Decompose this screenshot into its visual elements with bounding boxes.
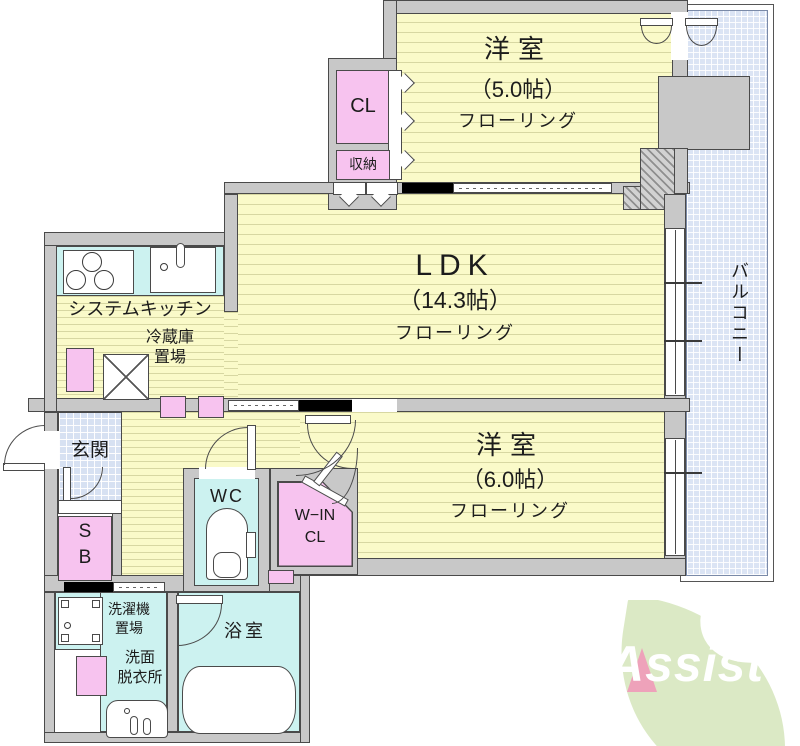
wall (44, 232, 238, 246)
fridge-space-icon (103, 354, 149, 400)
bedroom-top-flooring: フローリング (458, 111, 578, 131)
toilet-tank (246, 532, 256, 558)
faucet-icon (176, 243, 185, 268)
shoebox (58, 516, 112, 581)
bedroom-top-name: 洋室 (483, 34, 552, 64)
stove-burner (82, 252, 102, 272)
wall (44, 592, 55, 742)
bedroom-side-size: （6.0帖） (461, 467, 559, 492)
washroom-label-1: 洗面 (124, 649, 155, 666)
bedroom-side-floor (300, 412, 664, 558)
door-panel (63, 467, 71, 501)
pillar-hatch (623, 186, 641, 210)
closet-top (336, 70, 390, 144)
assist-logo: Assist (596, 600, 800, 746)
wall (674, 148, 688, 194)
storage (336, 150, 390, 180)
sink-drain (160, 263, 168, 271)
door-panel (685, 18, 718, 26)
storage-label: 収納 (349, 156, 377, 172)
vanity-dot (124, 708, 130, 714)
window (665, 228, 685, 396)
vanity-handle (143, 718, 151, 735)
pipe-space (268, 570, 294, 584)
shoebox-label-1: S (78, 521, 92, 542)
balcony-label: バルコニー (729, 260, 749, 366)
laundry-label-1: 洗濯機 (108, 601, 150, 617)
washroom-label-2: 脱衣所 (117, 669, 163, 686)
door-panel (247, 425, 256, 470)
kitchen-floor-2 (224, 312, 238, 398)
washer-dot (64, 622, 71, 629)
wall-fill (299, 400, 352, 411)
washer-corner (92, 634, 100, 642)
laundry-label-2: 置場 (115, 620, 143, 636)
wall (383, 0, 688, 14)
door-opening (199, 467, 255, 479)
toilet-seat (213, 552, 241, 578)
wall-fill (402, 183, 453, 193)
bedroom-side-name: 洋室 (475, 430, 544, 460)
window (665, 438, 685, 556)
pipe-space (76, 656, 107, 696)
door-panel (640, 18, 673, 26)
bedroom-top-size: （5.0帖） (469, 77, 567, 102)
ldk-name: LDK (415, 249, 495, 282)
washer-corner (92, 600, 100, 608)
door-opening (352, 399, 397, 412)
bedroom-top-floor (397, 12, 687, 184)
stove-burner (66, 270, 86, 290)
wc-label: WC (210, 486, 244, 506)
wall (167, 592, 178, 732)
wall (224, 194, 238, 312)
washer-corner (61, 634, 69, 642)
service-block (658, 76, 750, 150)
fridge-label-2: 置場 (153, 349, 186, 366)
bathtub-icon (182, 666, 296, 734)
entrance-label: 玄関 (70, 440, 109, 461)
sliding-door (228, 400, 299, 411)
fridge-label-1: 冷蔵庫 (145, 329, 194, 346)
wall (310, 558, 686, 576)
bathroom-label: 浴室 (224, 621, 266, 641)
walk-in-closet-label-2: CL (304, 529, 326, 546)
door-arc (4, 425, 45, 465)
ldk-flooring: フローリング (395, 323, 515, 343)
door-opening (43, 431, 59, 469)
window-tick (664, 340, 702, 342)
sliding-door (113, 582, 165, 592)
window-tick (664, 282, 702, 284)
pipe-space (198, 396, 224, 418)
sliding-door (453, 183, 612, 193)
stove-burner (94, 270, 114, 290)
door-opening (671, 12, 688, 60)
kitchen-label: システムキッチン (68, 299, 212, 319)
bedroom-side-flooring: フローリング (450, 501, 570, 521)
walk-in-closet-label-1: W−IN (294, 507, 336, 524)
ldk-floor (238, 194, 664, 398)
logo-text: Assist (608, 636, 765, 692)
washer-corner (61, 600, 69, 608)
shoebox-label-2: B (78, 547, 92, 568)
wall (300, 575, 310, 743)
vanity-faucet (130, 716, 138, 735)
window-tick (664, 472, 702, 474)
pipe-space (160, 396, 186, 418)
wall-fill (64, 582, 113, 592)
ldk-size: （14.3帖） (398, 287, 512, 313)
pipe-space (66, 348, 94, 392)
door-panel (176, 595, 223, 604)
entrance-step (58, 500, 122, 514)
closet-top-label: CL (350, 95, 376, 117)
